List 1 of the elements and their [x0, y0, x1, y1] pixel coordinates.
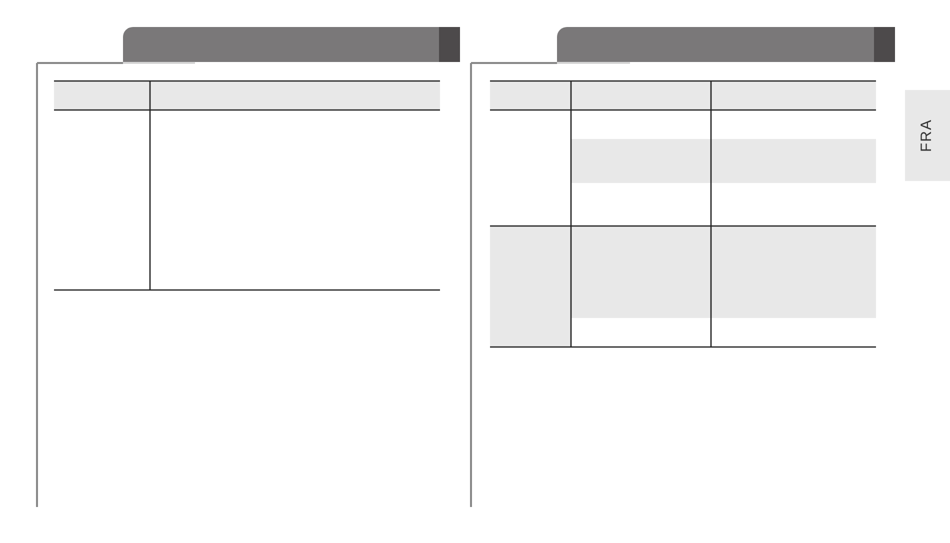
language-code: FRA — [918, 119, 935, 152]
